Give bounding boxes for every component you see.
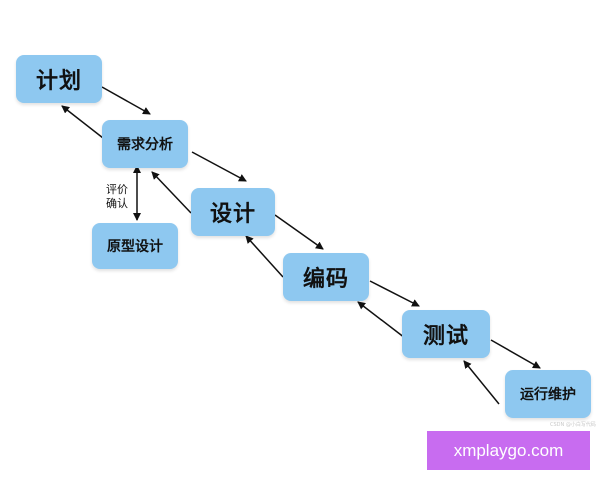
side-label-line1: 评价 (106, 183, 128, 196)
site-banner-label: xmplaygo.com (453, 440, 564, 460)
arrow-design-back-to-requirements (151, 171, 192, 214)
node-coding-label: 编码 (302, 267, 349, 292)
node-design-label: 设计 (209, 202, 256, 227)
node-requirements: 需求分析 (102, 120, 188, 168)
node-prototype: 原型设计 (92, 223, 178, 269)
node-coding: 编码 (283, 253, 369, 301)
node-prototype-label: 原型设计 (107, 239, 163, 255)
arrow-requirements-back-to-plan (61, 105, 104, 139)
node-testing-label: 测试 (422, 324, 469, 349)
node-operations: 运行维护 (505, 370, 591, 418)
arrow-operations-back-to-testing (463, 360, 500, 405)
node-design: 设计 (191, 188, 275, 236)
node-testing: 测试 (402, 310, 490, 358)
arrow-testing-back-to-coding (357, 301, 406, 339)
source-watermark: CSDN @小白写代码 (550, 422, 596, 428)
node-plan: 计划 (16, 55, 102, 103)
side-label-line2: 确认 (106, 197, 128, 210)
site-banner[interactable]: xmplaygo.com (427, 431, 590, 470)
node-requirements-label: 需求分析 (117, 137, 173, 153)
arrow-plan-to-requirements (101, 86, 151, 115)
node-operations-label: 运行维护 (520, 387, 576, 403)
arrow-coding-to-testing (369, 280, 420, 307)
arrow-design-to-coding (274, 214, 324, 250)
evaluate-confirm-label: 评价 确认 (104, 183, 130, 211)
arrow-requirements-to-design (191, 151, 247, 182)
arrow-coding-back-to-design (245, 235, 284, 278)
arrow-testing-to-operations (490, 339, 541, 369)
node-plan-label: 计划 (35, 69, 82, 94)
